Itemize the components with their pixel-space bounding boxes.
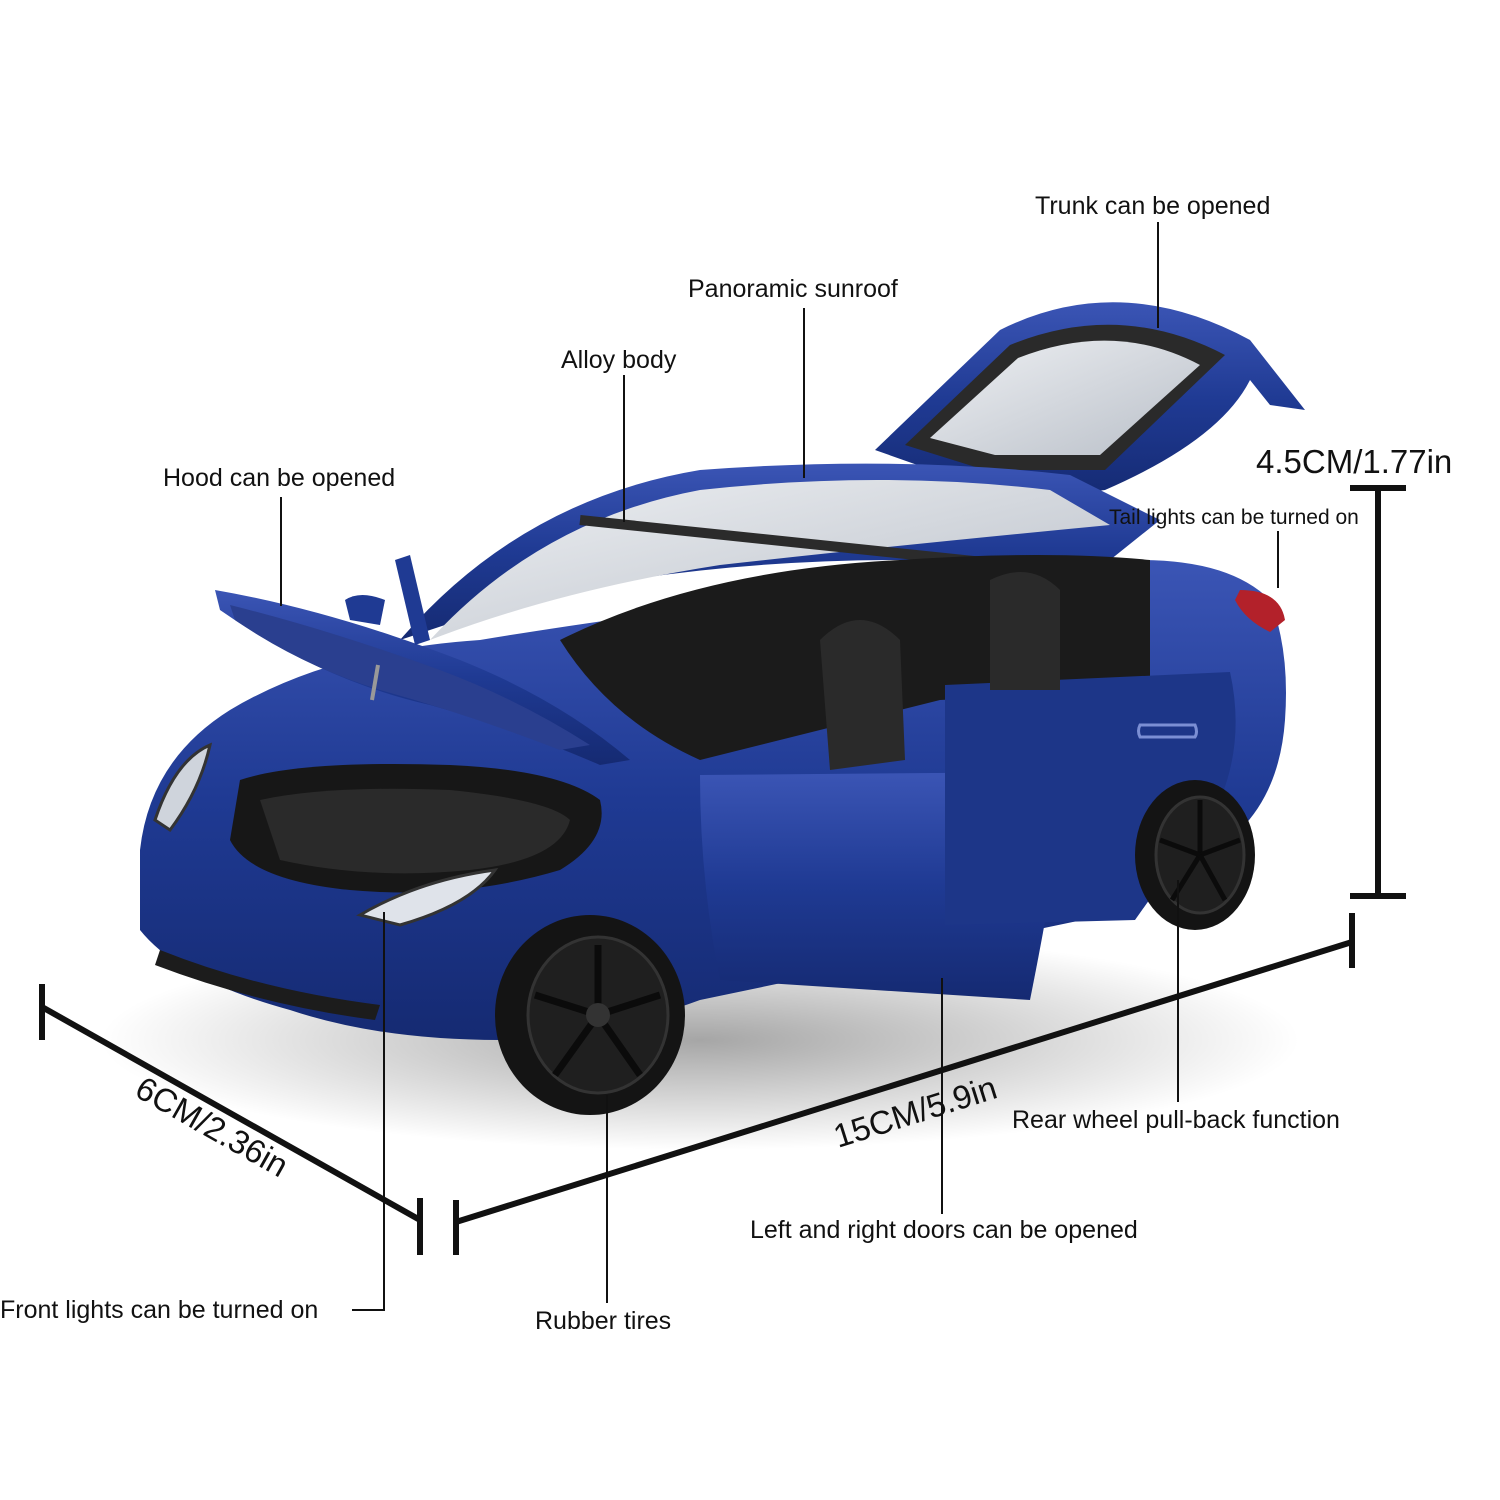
rear-wheel [1135, 780, 1255, 930]
dimension-lines [39, 485, 1406, 1255]
leader-lines [280, 222, 1279, 1311]
callout-hood: Hood can be opened [163, 464, 396, 492]
callout-sunroof: Panoramic sunroof [688, 275, 898, 303]
callout-alloy-body: Alloy body [561, 346, 677, 374]
callout-front-lights: Front lights can be turned on [0, 1296, 319, 1324]
headlight-left [153, 742, 213, 833]
trunk-lid [875, 302, 1305, 500]
front-wheel [495, 915, 685, 1115]
tail-light [1235, 590, 1285, 632]
callout-tires: Rubber tires [535, 1307, 672, 1335]
height-dimension-label: 4.5CM/1.77in [1256, 443, 1453, 480]
callout-trunk: Trunk can be opened [1035, 192, 1271, 220]
headlight-right [356, 868, 499, 927]
callout-rear-wheel: Rear wheel pull-back function [1012, 1106, 1340, 1134]
callout-doors: Left and right doors can be opened [750, 1216, 1138, 1244]
seats [820, 572, 1060, 770]
hood [215, 590, 630, 765]
callout-tail-lights: Tail lights can be turned on [1109, 506, 1359, 529]
